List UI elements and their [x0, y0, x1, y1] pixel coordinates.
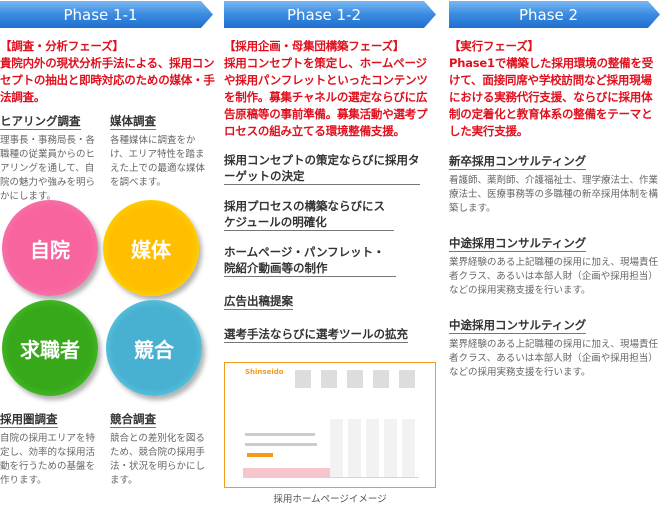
phase-1-1-column: 【調査・分析フェーズ】 貴院内外の現状分析手法による、採用コンセプトの抽出と即時…: [0, 38, 215, 106]
hearing-survey-text: 理事長・事務局長・各職種の従業員からのヒアリングを通して、自院の魅力や強みを明ら…: [0, 135, 96, 202]
new-grad-title: 新卒採用コンサルティング: [449, 154, 587, 170]
media-survey-title: 媒体調査: [110, 114, 156, 130]
list-item: 採用プロセスの構築ならびにスケジュールの明確化: [224, 198, 394, 231]
competitor-survey: 競合調査 競合との差別化を図るため、競合院の採用手法・状況を明らかにします。: [110, 408, 212, 488]
list-item: 広告出稿提案: [224, 294, 293, 310]
phase-1-1-intro: 【調査・分析フェーズ】 貴院内外の現状分析手法による、採用コンセプトの抽出と即時…: [0, 39, 215, 104]
phase-1-2-intro: 【採用企画・母集団構築フェーズ】 採用コンセプトを策定し、ホームページや採用パン…: [224, 39, 428, 138]
hearing-survey: ヒアリング調査 理事長・事務局長・各職種の従業員からのヒアリングを通して、自院の…: [0, 110, 98, 204]
circle-media: 媒体: [103, 200, 199, 296]
phase-2-header: Phase 2: [449, 1, 660, 28]
phase-2-column: 【実行フェーズ】 Phase1で構築した採用環境の整備を受けて、面接同席や学校訪…: [449, 38, 660, 380]
phase-2-intro: 【実行フェーズ】 Phase1で構築した採用環境の整備を受けて、面接同席や学校訪…: [449, 39, 654, 138]
recruitment-homepage-image: Shinseido: [224, 362, 436, 488]
phase-1-2-header: Phase 1-2: [224, 1, 436, 28]
phase-1-2-column: 【採用企画・母集団構築フェーズ】 採用コンセプトを策定し、ホームページや採用パン…: [224, 38, 436, 356]
mid-career-text: 業界経験のある上記職種の採用に加え、現場責任者クラス、あるいは本部人財（企画や採…: [449, 257, 659, 296]
competitor-survey-text: 競合との差別化を図るため、競合院の採用手法・状況を明らかにします。: [110, 433, 206, 486]
competitor-survey-title: 競合調査: [110, 412, 156, 428]
phase-1-2-list: 採用コンセプトの策定ならびに採用ターゲットの決定 採用プロセスの構築ならびにスケ…: [224, 152, 436, 356]
mid-career-consulting: 中途採用コンサルティング 業界経験のある上記職種の採用に加え、現場責任者クラス、…: [449, 232, 660, 298]
homepage-nav: [295, 370, 425, 388]
hearing-survey-title: ヒアリング調査: [0, 114, 81, 130]
circle-jiin: 自院: [2, 200, 98, 296]
homepage-tagline: [245, 433, 315, 436]
mid-career-title: 中途採用コンサルティング: [449, 236, 587, 252]
mid-career-consulting-2: 中途採用コンサルティング 業界経験のある上記職種の採用に加え、現場責任者クラス、…: [449, 314, 660, 380]
homepage-logo: Shinseido: [245, 368, 284, 376]
homepage-button: [247, 453, 273, 457]
new-grad-text: 看護師、薬剤師、介護福祉士、理学療法士、作業療法士、医療事務等の多職種の新卒採用…: [449, 175, 659, 214]
new-grad-consulting: 新卒採用コンサルティング 看護師、薬剤師、介護福祉士、理学療法士、作業療法士、医…: [449, 150, 660, 216]
mid-career-title-2: 中途採用コンサルティング: [449, 318, 587, 334]
circle-competitor: 競合: [106, 300, 202, 396]
staff-photo: [330, 419, 420, 477]
list-item: 選考手法ならびに選考ツールの拡充: [224, 327, 408, 343]
recruitment-area-title: 採用圏調査: [0, 412, 58, 428]
recruitment-area-text: 自院の採用エリアを特定し、効率的な採用活動を行うための基盤を作ります。: [0, 433, 96, 486]
circle-job-seeker: 求職者: [2, 300, 98, 396]
homepage-tagline-2: [245, 443, 317, 446]
media-survey: 媒体調査 各種媒体に調査をかけ、エリア特性を踏まえた上での最適な媒体を調べます。: [110, 110, 210, 190]
mid-career-text-2: 業界経験のある上記職種の採用に加え、現場責任者クラス、あるいは本部人財（企画や採…: [449, 339, 659, 378]
list-item: 採用コンセプトの策定ならびに採用ターゲットの決定: [224, 153, 420, 185]
phase-1-1-header: Phase 1-1: [0, 1, 213, 28]
recruitment-area-survey: 採用圏調査 自院の採用エリアを特定し、効率的な採用活動を行うための基盤を作ります…: [0, 408, 100, 488]
list-item: ホームページ・パンフレット・院紹介動画等の制作: [224, 244, 396, 277]
image-caption: 採用ホームページイメージ: [273, 494, 387, 505]
media-survey-text: 各種媒体に調査をかけ、エリア特性を踏まえた上での最適な媒体を調べます。: [110, 135, 206, 188]
